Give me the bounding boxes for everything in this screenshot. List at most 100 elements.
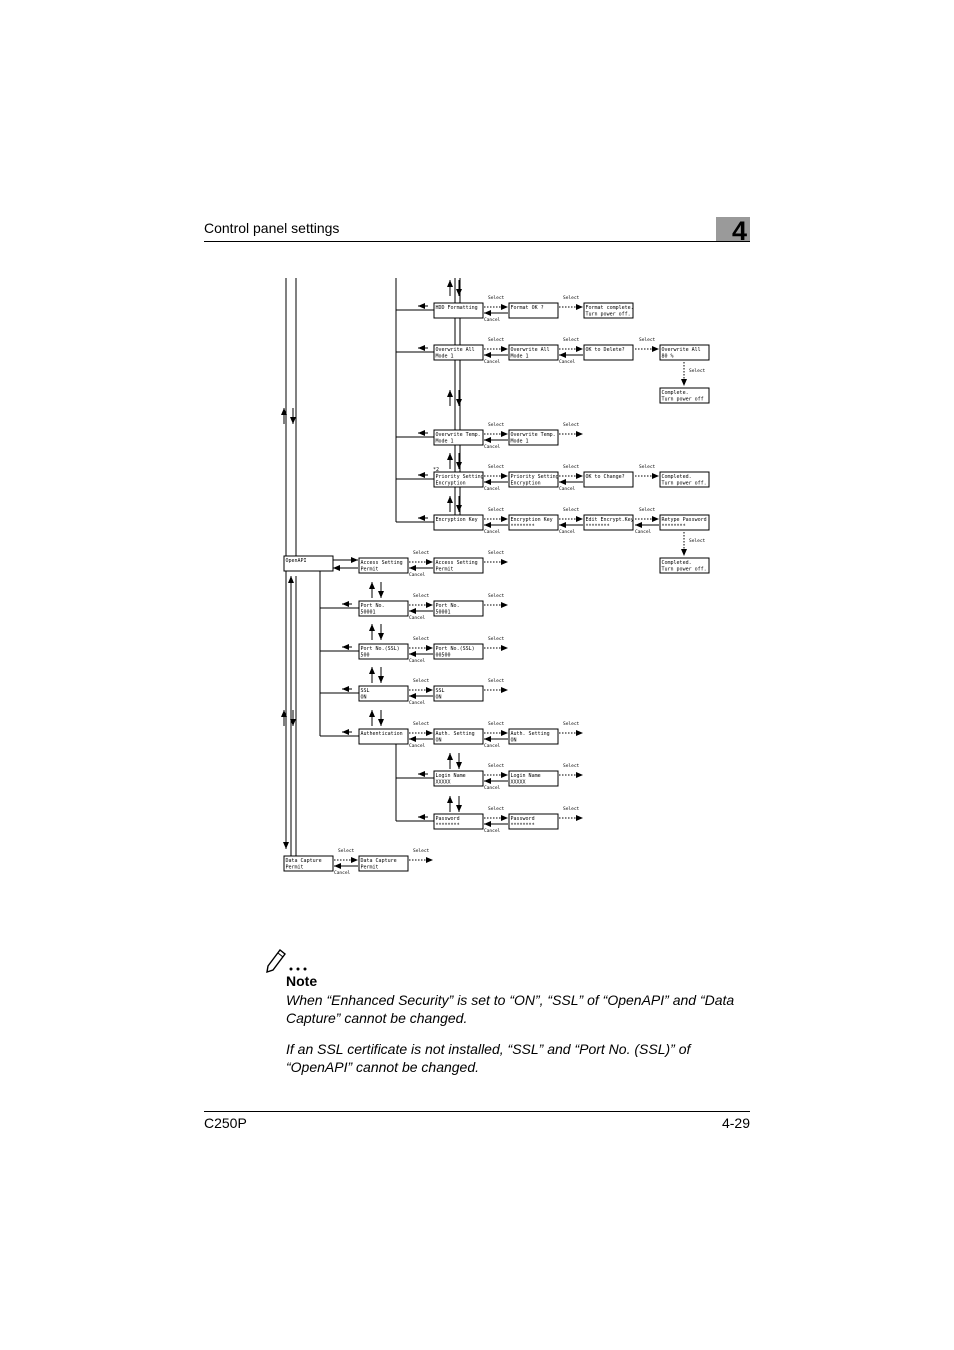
select-label: Select: [488, 678, 505, 684]
svg-text:********: ********: [511, 823, 535, 829]
svg-text:80 %: 80 %: [662, 354, 674, 360]
select-label: Select: [488, 464, 505, 470]
section-title: Control panel settings: [204, 220, 340, 236]
svg-text:Format complete.: Format complete.: [586, 305, 634, 311]
svg-text:Encryption Key: Encryption Key: [436, 517, 478, 523]
svg-text:Completed.: Completed.: [662, 560, 692, 566]
menu-box-port-no-ssl: Port No.(SSL) 500: [358, 643, 409, 660]
menu-box-ok-to-change: OK to Change?: [583, 471, 634, 488]
select-label: Select: [689, 538, 706, 544]
svg-text:Login Name: Login Name: [436, 773, 466, 779]
menu-box-openapi: OpenAPI: [283, 555, 334, 572]
svg-text:Turn power off: Turn power off: [662, 397, 704, 403]
svg-text:Permit: Permit: [436, 567, 454, 573]
footer-rule: [204, 1111, 750, 1112]
menu-box-format-ok: Format OK ?: [508, 302, 559, 319]
svg-text:SSL: SSL: [436, 688, 445, 694]
menu-box-password-val: Password********: [508, 813, 559, 830]
svg-text:Format OK ?: Format OK ?: [511, 305, 544, 311]
svg-text:Authentication: Authentication: [361, 731, 403, 737]
pencil-note-icon: [266, 949, 307, 974]
select-label: Select: [563, 422, 580, 428]
svg-text:Port No.(SSL): Port No.(SSL): [436, 646, 475, 652]
select-label: Select: [563, 464, 580, 470]
menu-box-format-complete: Format complete.Turn power off.: [583, 302, 634, 319]
select-label: Select: [488, 507, 505, 513]
menu-box-retype-password: Retype Password********: [659, 514, 710, 531]
menu-box-completed-1: Completed.Turn power off.: [659, 471, 710, 488]
select-label: Select: [488, 806, 505, 812]
svg-text:50001: 50001: [436, 610, 451, 616]
cancel-label: Cancel: [484, 785, 501, 791]
select-label: Select: [488, 295, 505, 301]
select-label: Select: [639, 464, 656, 470]
select-label: Select: [563, 337, 580, 343]
select-label: Select: [413, 721, 430, 727]
svg-text:Access Setting: Access Setting: [361, 560, 403, 566]
select-label: Select: [563, 295, 580, 301]
select-label: Select: [413, 593, 430, 599]
svg-text:Permit: Permit: [361, 567, 379, 573]
menu-box-password: Password********: [433, 813, 484, 830]
cancel-label: Cancel: [484, 743, 501, 749]
menu-box-overwrite-temp-mode: Overwrite Temp.Mode 1: [508, 429, 559, 446]
cancel-label: Cancel: [484, 444, 501, 450]
cancel-label: Cancel: [409, 615, 426, 621]
cancel-label: Cancel: [334, 870, 351, 876]
svg-text:Mode 1: Mode 1: [436, 354, 454, 360]
select-label: Select: [488, 550, 505, 556]
svg-text:Password: Password: [436, 816, 460, 822]
svg-text:ON: ON: [436, 738, 442, 744]
menu-box-port-no-val: Port No.50001: [433, 600, 484, 617]
svg-text:Encryption: Encryption: [436, 481, 466, 487]
svg-text:Priority Setting: Priority Setting: [436, 474, 484, 480]
svg-text:Turn power off.: Turn power off.: [662, 567, 707, 573]
svg-text:OpenAPI: OpenAPI: [286, 558, 307, 564]
svg-text:Turn power off.: Turn power off.: [586, 312, 631, 318]
footnote-mark: *2: [433, 467, 439, 473]
select-label: Select: [488, 636, 505, 642]
svg-text:ON: ON: [361, 695, 367, 701]
note-paragraph: If an SSL certificate is not installed, …: [286, 1041, 691, 1075]
select-label: Select: [639, 507, 656, 513]
svg-text:Completed.: Completed.: [662, 474, 692, 480]
svg-text:HDD Formatting: HDD Formatting: [436, 305, 478, 311]
cancel-label: Cancel: [409, 743, 426, 749]
svg-text:XXXXX: XXXXX: [436, 780, 451, 786]
svg-text:Encryption Key: Encryption Key: [511, 517, 553, 523]
page-number: 4-29: [721, 1115, 750, 1131]
svg-text:Complete.: Complete.: [662, 390, 689, 396]
select-label: Select: [413, 550, 430, 556]
svg-text:Priority Setting: Priority Setting: [511, 474, 559, 480]
select-label: Select: [488, 422, 505, 428]
model-name: C250P: [204, 1115, 247, 1131]
cancel-label: Cancel: [484, 359, 501, 365]
menu-box-hdd-formatting: HDD Formatting: [433, 302, 484, 319]
svg-text:Encryption: Encryption: [511, 481, 541, 487]
svg-text:Overwrite Temp.: Overwrite Temp.: [511, 432, 556, 438]
svg-text:Permit: Permit: [361, 865, 379, 871]
select-label: Select: [639, 337, 656, 343]
svg-text:********: ********: [436, 823, 460, 829]
cancel-label: Cancel: [484, 317, 501, 323]
menu-box-complete-turn-off: Complete.Turn power off: [659, 387, 710, 404]
menu-box-port-no: Port No.50001: [358, 600, 409, 617]
svg-text:Data Capture: Data Capture: [286, 858, 322, 864]
svg-text:OK to Delete?: OK to Delete?: [586, 347, 625, 353]
svg-text:Auth. Setting: Auth. Setting: [511, 731, 550, 737]
svg-text:ON: ON: [511, 738, 517, 744]
svg-text:Login Name: Login Name: [511, 773, 541, 779]
svg-text:SSL: SSL: [361, 688, 370, 694]
select-label: Select: [488, 593, 505, 599]
svg-text:Overwrite Temp.: Overwrite Temp.: [436, 432, 481, 438]
svg-text:Data Capture: Data Capture: [361, 858, 397, 864]
